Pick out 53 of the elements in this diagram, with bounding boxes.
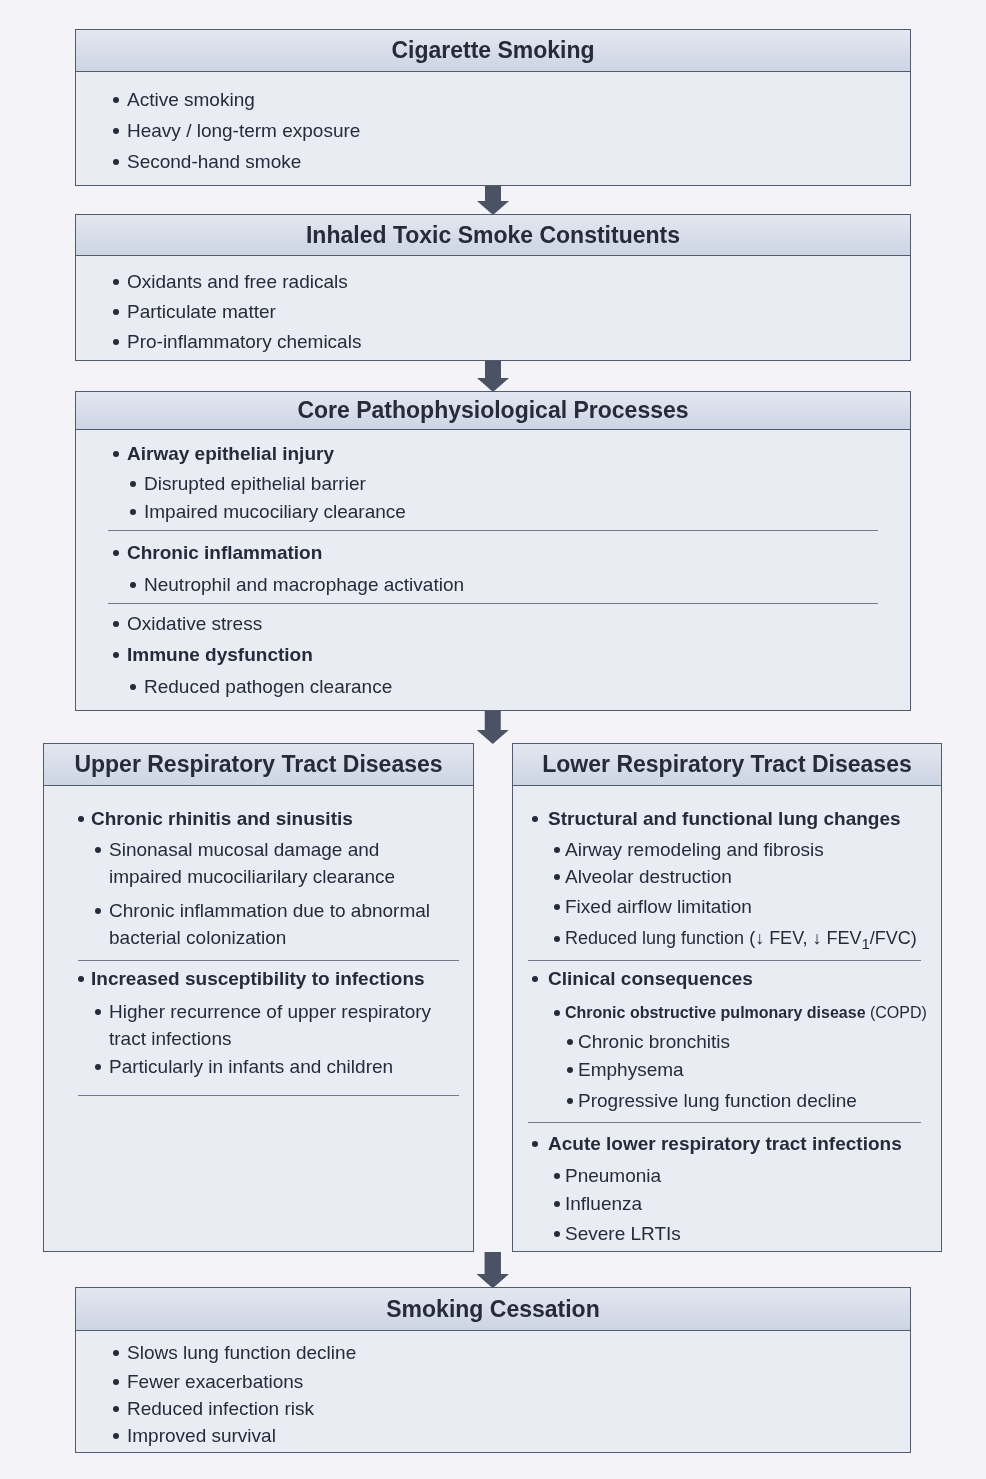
- flow-box: [75, 391, 911, 711]
- section-header: Lower Respiratory Tract Diseases: [513, 744, 941, 786]
- sub-bullet-point: Neutrophil and macrophage activation: [130, 570, 898, 598]
- section-header: Upper Respiratory Tract Diseases: [44, 744, 473, 786]
- section-header: Core Pathophysiological Processes: [76, 392, 910, 430]
- sub-bullet-point: Severe LRTIs: [554, 1219, 929, 1247]
- bullet-point: Slows lung function decline: [113, 1338, 898, 1366]
- section-header: Cigarette Smoking: [76, 30, 910, 72]
- section-header: Smoking Cessation: [76, 1288, 910, 1331]
- bullet-point: Heavy / long-term exposure: [113, 116, 898, 144]
- bullet-point: Pro-inflammatory chemicals: [113, 327, 898, 355]
- bullet-point: Increased susceptibility to infections: [78, 964, 461, 992]
- sub-bullet-point: Alveolar destruction: [554, 862, 929, 890]
- sub-bullet-point: Influenza: [554, 1189, 929, 1217]
- bullet-point: Chronic rhinitis and sinusitis: [78, 804, 461, 832]
- bullet-point: Clinical consequences: [532, 964, 929, 992]
- bullet-point: Second-hand smoke: [113, 147, 898, 175]
- bullet-point: Immune dysfunction: [113, 640, 898, 668]
- bullet-point: Structural and functional lung changes: [532, 804, 929, 832]
- sub-bullet-point: Reduced pathogen clearance: [130, 672, 898, 700]
- bullet-point: Improved survival: [113, 1421, 898, 1449]
- sub-bullet-point: Impaired mucociliary clearance: [130, 497, 898, 525]
- sub-bullet-point: Disrupted epithelial barrier: [130, 469, 898, 497]
- sub-bullet-point: Higher recurrence of upper respiratory tract infections: [95, 997, 449, 1052]
- flow-box: [75, 214, 911, 361]
- sub-bullet-point: Particularly in infants and children: [95, 1052, 461, 1080]
- flow-box: [43, 743, 474, 1252]
- sub-bullet-point: Airway remodeling and fibrosis: [554, 835, 929, 863]
- sub-bullet-point: Chronic inflammation due to abnormal bacterial colonization: [95, 896, 461, 951]
- sub-bullet-point: Sinonasal mucosal damage and impaired mucociliarilary clearance: [95, 835, 409, 890]
- bullet-point: Reduced infection risk: [113, 1394, 898, 1422]
- flow-box: [75, 29, 911, 186]
- arrow: [476, 711, 509, 744]
- sub-bullet-point: Emphysema: [567, 1055, 929, 1083]
- bullet-point: Chronic inflammation: [113, 538, 898, 566]
- flow-box: [75, 1287, 911, 1453]
- sub-bullet-point: Reduced lung function (↓ FEV, ↓ FEV$_{1}$/FVC): [554, 924, 929, 957]
- bullet-point: Airway epithelial injury: [113, 439, 898, 467]
- bullet-point: Acute lower respiratory tract infections: [532, 1129, 929, 1157]
- bullet-point: Oxidants and free radicals: [113, 267, 898, 295]
- sub-bullet-point: Fixed airflow limitation: [554, 892, 929, 920]
- bullet-point: Particulate matter: [113, 297, 898, 325]
- sub-bullet-point: Pneumonia: [554, 1161, 929, 1189]
- flow-box: [512, 743, 942, 1252]
- sub-bullet-point: Chronic bronchitis: [567, 1027, 929, 1055]
- sub-bullet-point: Chronic obstructive pulmonary disease (COPD): [554, 998, 929, 1026]
- bullet-point: Fewer exacerbations: [113, 1367, 898, 1395]
- bullet-point: Active smoking: [113, 85, 898, 113]
- arrow: [477, 361, 509, 392]
- sub-bullet-point: Progressive lung function decline: [567, 1086, 929, 1114]
- bullet-point: Oxidative stress: [113, 609, 898, 637]
- arrow: [477, 186, 509, 215]
- section-header: Inhaled Toxic Smoke Constituents: [76, 215, 910, 256]
